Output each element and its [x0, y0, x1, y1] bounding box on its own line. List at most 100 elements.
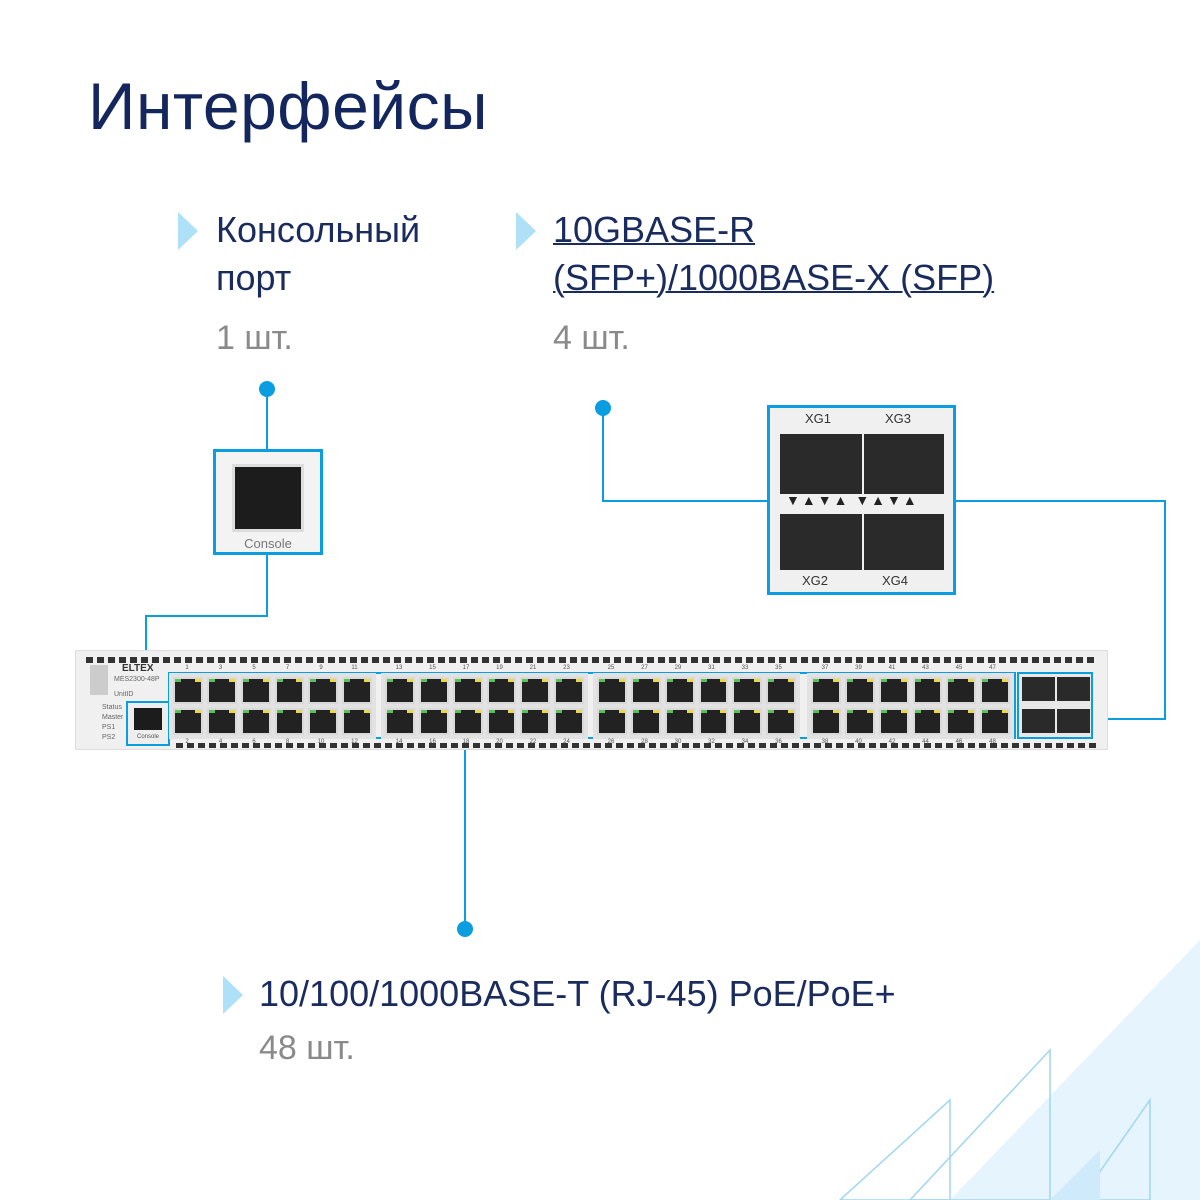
page-title: Интерфейсы: [88, 69, 489, 143]
rj45-port[interactable]: [732, 677, 763, 704]
port-number: 31: [708, 665, 715, 671]
port-number: 4: [218, 739, 223, 745]
rj45-port[interactable]: [308, 708, 339, 735]
port-group: [169, 673, 376, 739]
rj45-port[interactable]: [878, 677, 909, 704]
port-number: 35: [775, 665, 782, 671]
rj45-port[interactable]: [946, 708, 977, 735]
port-number: 19: [496, 665, 503, 671]
rj45-port[interactable]: [630, 708, 661, 735]
rj45-port[interactable]: [520, 677, 551, 704]
rj45-port[interactable]: [554, 677, 584, 704]
port-number: 9: [319, 665, 323, 671]
port-number: 13: [395, 665, 403, 671]
sfp-label: XG2: [802, 573, 829, 588]
port-number: 14: [395, 739, 403, 745]
rj45-port[interactable]: [240, 708, 271, 735]
port-number: 1: [185, 665, 189, 671]
connector-line: [602, 408, 604, 501]
rj45-port[interactable]: [811, 708, 841, 735]
rj45-port[interactable]: [385, 677, 415, 704]
port-group: [381, 673, 588, 739]
rj45-port[interactable]: [980, 677, 1010, 704]
sfp-port[interactable]: [1057, 709, 1090, 733]
rj45-port[interactable]: [766, 677, 796, 704]
console-zoom-label: Console: [244, 536, 292, 551]
port-number: 46: [955, 739, 963, 745]
port-number: 2: [185, 739, 189, 745]
rj45-port[interactable]: [844, 708, 875, 735]
sfp-link-2[interactable]: (SFP+)/1000BASE-X (SFP): [553, 257, 995, 298]
rj45-port[interactable]: [878, 708, 909, 735]
rj45-port[interactable]: [554, 708, 584, 735]
rj45-port[interactable]: [308, 677, 339, 704]
rj45-port[interactable]: [946, 677, 977, 704]
port-number: 6: [252, 739, 256, 745]
port-group: [807, 673, 1014, 739]
rj45-port[interactable]: [486, 677, 517, 704]
rj45-port[interactable]: [630, 677, 661, 704]
rj45-port[interactable]: [173, 708, 203, 735]
rj45-port[interactable]: [597, 708, 627, 735]
rj45-port[interactable]: [452, 708, 483, 735]
rj45-port[interactable]: [811, 677, 841, 704]
console-label-2: порт: [216, 257, 292, 298]
connector-dot: [457, 921, 473, 937]
rj45-port[interactable]: [418, 708, 449, 735]
rj45-port[interactable]: [452, 677, 483, 704]
rj45-port[interactable]: [664, 708, 695, 735]
rj45-port[interactable]: [173, 677, 203, 704]
rj45-port[interactable]: [486, 708, 517, 735]
rj45-port[interactable]: [597, 677, 627, 704]
rj45-port[interactable]: [206, 708, 237, 735]
rj45-port[interactable]: [844, 677, 875, 704]
sfp-link[interactable]: 10GBASE-R: [553, 209, 756, 250]
rj45-port[interactable]: [912, 677, 943, 704]
bullet-arrow-icon: [516, 212, 536, 250]
connector-line: [954, 500, 1166, 502]
rj45-port[interactable]: [698, 677, 729, 704]
connector-line: [145, 615, 268, 617]
sfp-port[interactable]: [1057, 677, 1090, 701]
port-number: 33: [741, 665, 749, 671]
rj45-port[interactable]: [664, 677, 695, 704]
bullet-arrow-icon: [178, 212, 198, 250]
port-number: 29: [674, 665, 682, 671]
port-number: 41: [888, 665, 896, 671]
rj45-port[interactable]: [240, 677, 271, 704]
rj45-port[interactable]: [520, 708, 551, 735]
port-number: 22: [529, 739, 537, 745]
rj45-port[interactable]: [698, 708, 729, 735]
sfp-port: [864, 514, 944, 570]
port-number: 37: [821, 665, 829, 671]
port-number: 30: [674, 739, 682, 745]
rj45-port[interactable]: [274, 677, 305, 704]
port-number: 8: [285, 739, 290, 745]
led-label: Master: [102, 714, 124, 721]
brand-logo: ELTEX: [122, 663, 154, 674]
port-number: 21: [529, 665, 537, 671]
led-label: PS2: [102, 734, 116, 741]
sfp-label: XG1: [805, 411, 832, 426]
port-number: 11: [351, 665, 358, 671]
sfp-port[interactable]: [1022, 677, 1055, 701]
port-number: 15: [429, 665, 436, 671]
rj45-port[interactable]: [206, 677, 237, 704]
rj45-port[interactable]: [980, 708, 1010, 735]
rj45-port[interactable]: [418, 677, 449, 704]
port-number: 44: [922, 739, 929, 745]
rj45-port[interactable]: [766, 708, 796, 735]
port-number: 27: [641, 665, 648, 671]
port-number: 24: [563, 739, 570, 745]
sfp-port[interactable]: [1022, 709, 1055, 733]
console-port[interactable]: Console: [126, 701, 170, 746]
rj45-port[interactable]: [912, 708, 943, 735]
console-callout: Консольный порт 1 шт.: [216, 206, 420, 362]
rj45-port[interactable]: [342, 708, 372, 735]
rj45-port[interactable]: [342, 677, 372, 704]
rj45-port[interactable]: [385, 708, 415, 735]
rj45-port[interactable]: [732, 708, 763, 735]
sfp-port: [780, 514, 862, 570]
rj45-port[interactable]: [274, 708, 305, 735]
model-label: MES2300-48P: [114, 676, 160, 683]
